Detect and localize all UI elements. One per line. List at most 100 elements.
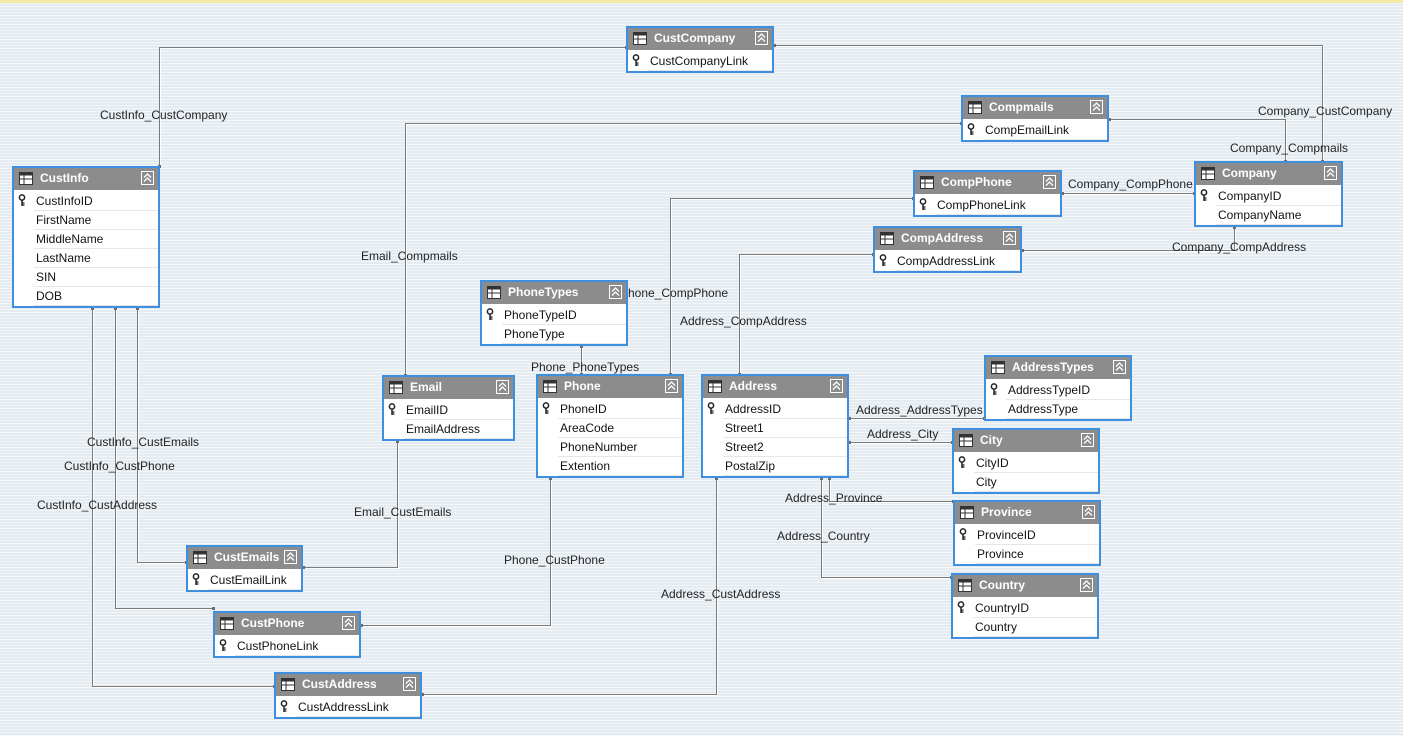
table-header[interactable]: Country bbox=[953, 575, 1097, 597]
relationship-line-address_custaddress[interactable] bbox=[421, 477, 718, 696]
relationship-label-custinfo_custemails[interactable]: CustInfo_CustEmails bbox=[87, 435, 200, 449]
relationship-line-address_city[interactable] bbox=[848, 441, 954, 444]
collapse-chevron-icon[interactable] bbox=[1043, 175, 1056, 189]
collapse-chevron-icon[interactable] bbox=[1090, 100, 1103, 114]
table-header[interactable]: Province bbox=[955, 502, 1099, 524]
table-header[interactable]: City bbox=[954, 430, 1098, 452]
table-header[interactable]: Compmails bbox=[963, 97, 1107, 119]
table-header[interactable]: PhoneTypes bbox=[482, 282, 626, 304]
relationship-line-company_compaddress[interactable] bbox=[1021, 226, 1236, 252]
column-row[interactable]: PhoneType bbox=[482, 325, 626, 344]
column-row[interactable]: AddressType bbox=[986, 400, 1130, 419]
column-row[interactable]: SIN bbox=[14, 268, 158, 287]
collapse-chevron-icon[interactable] bbox=[403, 677, 416, 691]
relationship-label-company_compaddress[interactable]: Company_CompAddress bbox=[1172, 240, 1307, 254]
relationship-label-company_compmails[interactable]: Company_Compmails bbox=[1230, 141, 1349, 155]
column-row[interactable]: CustEmailLink bbox=[188, 571, 301, 590]
column-row[interactable]: CustInfoID bbox=[14, 192, 158, 211]
collapse-chevron-icon[interactable] bbox=[830, 379, 843, 393]
collapse-chevron-icon[interactable] bbox=[1324, 166, 1337, 180]
table-header[interactable]: CustEmails bbox=[188, 547, 301, 569]
column-row[interactable]: CompEmailLink bbox=[963, 121, 1107, 140]
column-row[interactable]: Country bbox=[953, 618, 1097, 637]
column-row[interactable]: CompanyID bbox=[1196, 187, 1341, 206]
table-header[interactable]: CustInfo bbox=[14, 168, 158, 190]
relationship-label-company_custcompany[interactable]: Company_CustCompany bbox=[1258, 104, 1393, 118]
table-header[interactable]: CustPhone bbox=[215, 613, 359, 635]
relationship-label-custinfo_custcompany[interactable]: CustInfo_CustCompany bbox=[100, 108, 228, 122]
relationship-label-phone_compphone[interactable]: Phone_CompPhone bbox=[620, 286, 729, 300]
column-row[interactable]: CompPhoneLink bbox=[915, 196, 1060, 215]
column-row[interactable]: MiddleName bbox=[14, 230, 158, 249]
table-header[interactable]: Phone bbox=[538, 376, 682, 398]
relationship-label-address_province[interactable]: Address_Province bbox=[785, 491, 883, 505]
column-row[interactable]: PostalZip bbox=[703, 457, 847, 476]
table-header[interactable]: CompAddress bbox=[875, 228, 1020, 250]
column-row[interactable]: Province bbox=[955, 545, 1099, 564]
column-row[interactable]: EmailAddress bbox=[384, 420, 513, 439]
relationship-label-address_compaddress[interactable]: Address_CompAddress bbox=[680, 314, 807, 328]
collapse-chevron-icon[interactable] bbox=[665, 379, 678, 393]
column-row[interactable]: FirstName bbox=[14, 211, 158, 230]
column-row[interactable]: CustAddressLink bbox=[276, 698, 420, 717]
relationship-label-email_custemails[interactable]: Email_CustEmails bbox=[354, 505, 452, 519]
column-row[interactable]: PhoneTypeID bbox=[482, 306, 626, 325]
collapse-chevron-icon[interactable] bbox=[284, 550, 297, 564]
relationship-label-address_country[interactable]: Address_Country bbox=[777, 529, 870, 543]
collapse-chevron-icon[interactable] bbox=[496, 380, 509, 394]
relationship-label-custinfo_custphone[interactable]: CustInfo_CustPhone bbox=[64, 459, 175, 473]
column-row[interactable]: LastName bbox=[14, 249, 158, 268]
column-row[interactable]: PhoneID bbox=[538, 400, 682, 419]
relationship-label-address_addresstypes[interactable]: Address_AddressTypes bbox=[856, 403, 983, 417]
relationship-line-company_compphone[interactable] bbox=[1061, 192, 1196, 195]
column-row[interactable]: CustCompanyLink bbox=[628, 52, 772, 71]
table-header[interactable]: Email bbox=[384, 377, 513, 399]
table-header[interactable]: Address bbox=[703, 376, 847, 398]
collapse-chevron-icon[interactable] bbox=[1080, 578, 1093, 592]
relationship-label-phone_phonetypes[interactable]: Phone_PhoneTypes bbox=[531, 360, 640, 374]
column-row[interactable]: Street2 bbox=[703, 438, 847, 457]
table-header[interactable]: Company bbox=[1196, 163, 1341, 185]
column-row[interactable]: AddressTypeID bbox=[986, 381, 1130, 400]
column-row[interactable]: CompAddressLink bbox=[875, 252, 1020, 271]
collapse-chevron-icon[interactable] bbox=[1003, 231, 1016, 245]
column-row[interactable]: Extention bbox=[538, 457, 682, 476]
relationship-line-custinfo_custcompany[interactable] bbox=[158, 46, 628, 168]
table-header[interactable]: CompPhone bbox=[915, 172, 1060, 194]
relationship-label-address_city[interactable]: Address_City bbox=[867, 427, 939, 441]
relationship-label-address_custaddress[interactable]: Address_CustAddress bbox=[661, 587, 781, 601]
column-row[interactable]: CompanyName bbox=[1196, 206, 1341, 225]
column-row[interactable]: CountryID bbox=[953, 599, 1097, 618]
relationship-label-email_compmails[interactable]: Email_Compmails bbox=[361, 249, 458, 263]
relationship-line-address_addresstypes[interactable] bbox=[848, 417, 986, 420]
collapse-chevron-icon[interactable] bbox=[1081, 433, 1094, 447]
collapse-chevron-icon[interactable] bbox=[342, 616, 355, 630]
column-row[interactable]: City bbox=[954, 473, 1098, 492]
column-row[interactable]: AddressID bbox=[703, 400, 847, 419]
column-row[interactable]: CityID bbox=[954, 454, 1098, 473]
relationship-line-email_custemails[interactable] bbox=[302, 440, 399, 569]
relationship-label-custinfo_custaddress[interactable]: CustInfo_CustAddress bbox=[37, 498, 158, 512]
collapse-chevron-icon[interactable] bbox=[1082, 505, 1095, 519]
relationship-label-company_compphone[interactable]: Company_CompPhone bbox=[1068, 177, 1193, 191]
column-row[interactable]: DOB bbox=[14, 287, 158, 306]
collapse-chevron-icon[interactable] bbox=[609, 285, 622, 299]
relationship-line-phone_custphone[interactable] bbox=[360, 477, 552, 627]
column-row[interactable]: CustPhoneLink bbox=[215, 637, 359, 656]
